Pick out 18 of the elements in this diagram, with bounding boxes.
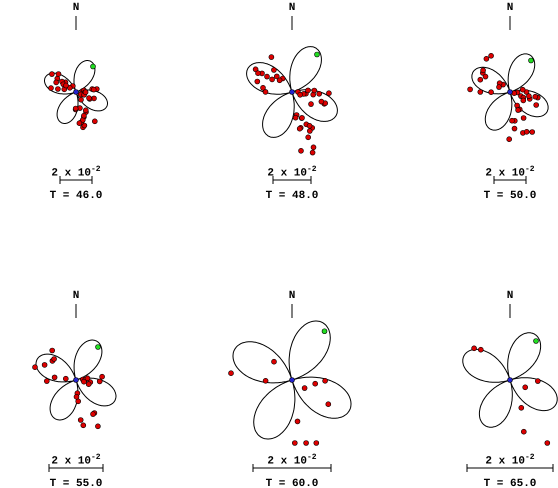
compass-label: N	[506, 2, 514, 14]
time-label: T = 65.0	[484, 478, 536, 488]
time-label: T = 60.0	[266, 478, 318, 488]
scale-label: 2 x 10$^{-2}$	[267, 452, 317, 468]
compass-label: N	[506, 290, 514, 302]
time-label: T = 48.0	[266, 190, 318, 202]
compass-label: N	[72, 290, 80, 302]
scale-label: 2 x 10$^{-2}$	[485, 452, 535, 468]
compass-label: N	[288, 2, 296, 14]
compass-label: N	[288, 290, 296, 302]
scale-label: 2 x 10$^{-2}$	[267, 164, 317, 180]
scale-label: 2 x 10$^{-2}$	[51, 452, 101, 468]
time-label: T = 50.0	[484, 190, 536, 202]
time-label: T = 55.0	[50, 478, 102, 488]
scale-label: 2 x 10$^{-2}$	[485, 164, 535, 180]
compass-label: N	[72, 2, 80, 14]
scale-label: 2 x 10$^{-2}$	[51, 164, 101, 180]
time-label: T = 46.0	[50, 190, 102, 202]
